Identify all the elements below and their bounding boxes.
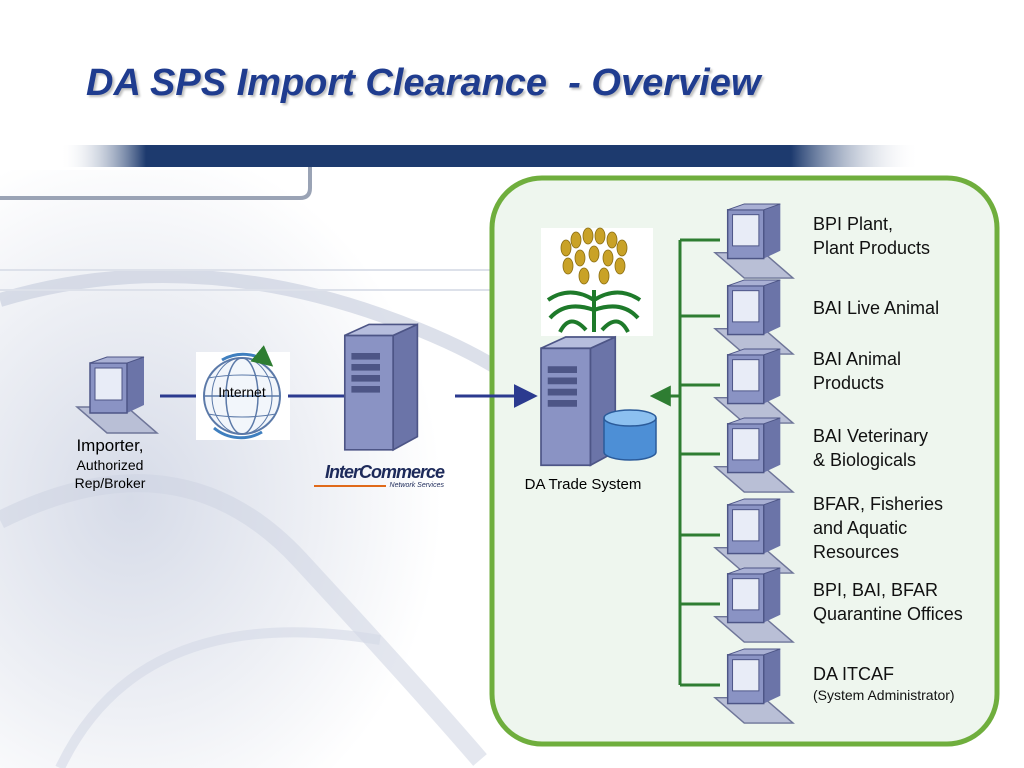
office-label-quarantine: BPI, BAI, BFAR Quarantine Offices	[813, 580, 963, 624]
importer-label-line1: Importer,	[76, 436, 144, 455]
intercommerce-tagline: Network Services	[389, 482, 444, 489]
da-trade-system-label: DA Trade System	[524, 476, 642, 493]
intercommerce-name: InterCommerce	[324, 462, 445, 482]
database-icon	[603, 409, 657, 461]
importer-label: Importer, Authorized Rep/Broker	[50, 435, 170, 492]
office-label-bai-veterinary: BAI Veterinary & Biologicals	[813, 426, 929, 470]
internet-label: Internet	[218, 384, 266, 400]
intercommerce-server-icon	[343, 323, 419, 451]
office-label-bai-live-animal: BAI Live Animal	[813, 298, 940, 318]
office-bus-line	[678, 238, 720, 687]
importer-label-line2: Authorized	[76, 457, 144, 473]
page-title: DA SPS Import Clearance - Overview	[86, 62, 761, 104]
internet-globe-icon	[196, 345, 290, 440]
office-label-bai-animal-products: BAI Animal Products	[813, 349, 902, 393]
office-label-bfar: BFAR, Fisheries and Aquatic Resources	[813, 494, 944, 562]
header-band	[60, 145, 920, 167]
importer-computer-icon	[76, 356, 158, 434]
intercommerce-logo: InterCommerce Network Services	[314, 462, 445, 489]
importer-label-line3: Rep/Broker	[74, 475, 146, 491]
office-label-bpi-plant: BPI Plant, Plant Products	[813, 214, 931, 258]
office-label-da-itcaf: DA ITCAF (System Administrator)	[813, 664, 955, 703]
da-wheat-logo	[541, 227, 653, 336]
